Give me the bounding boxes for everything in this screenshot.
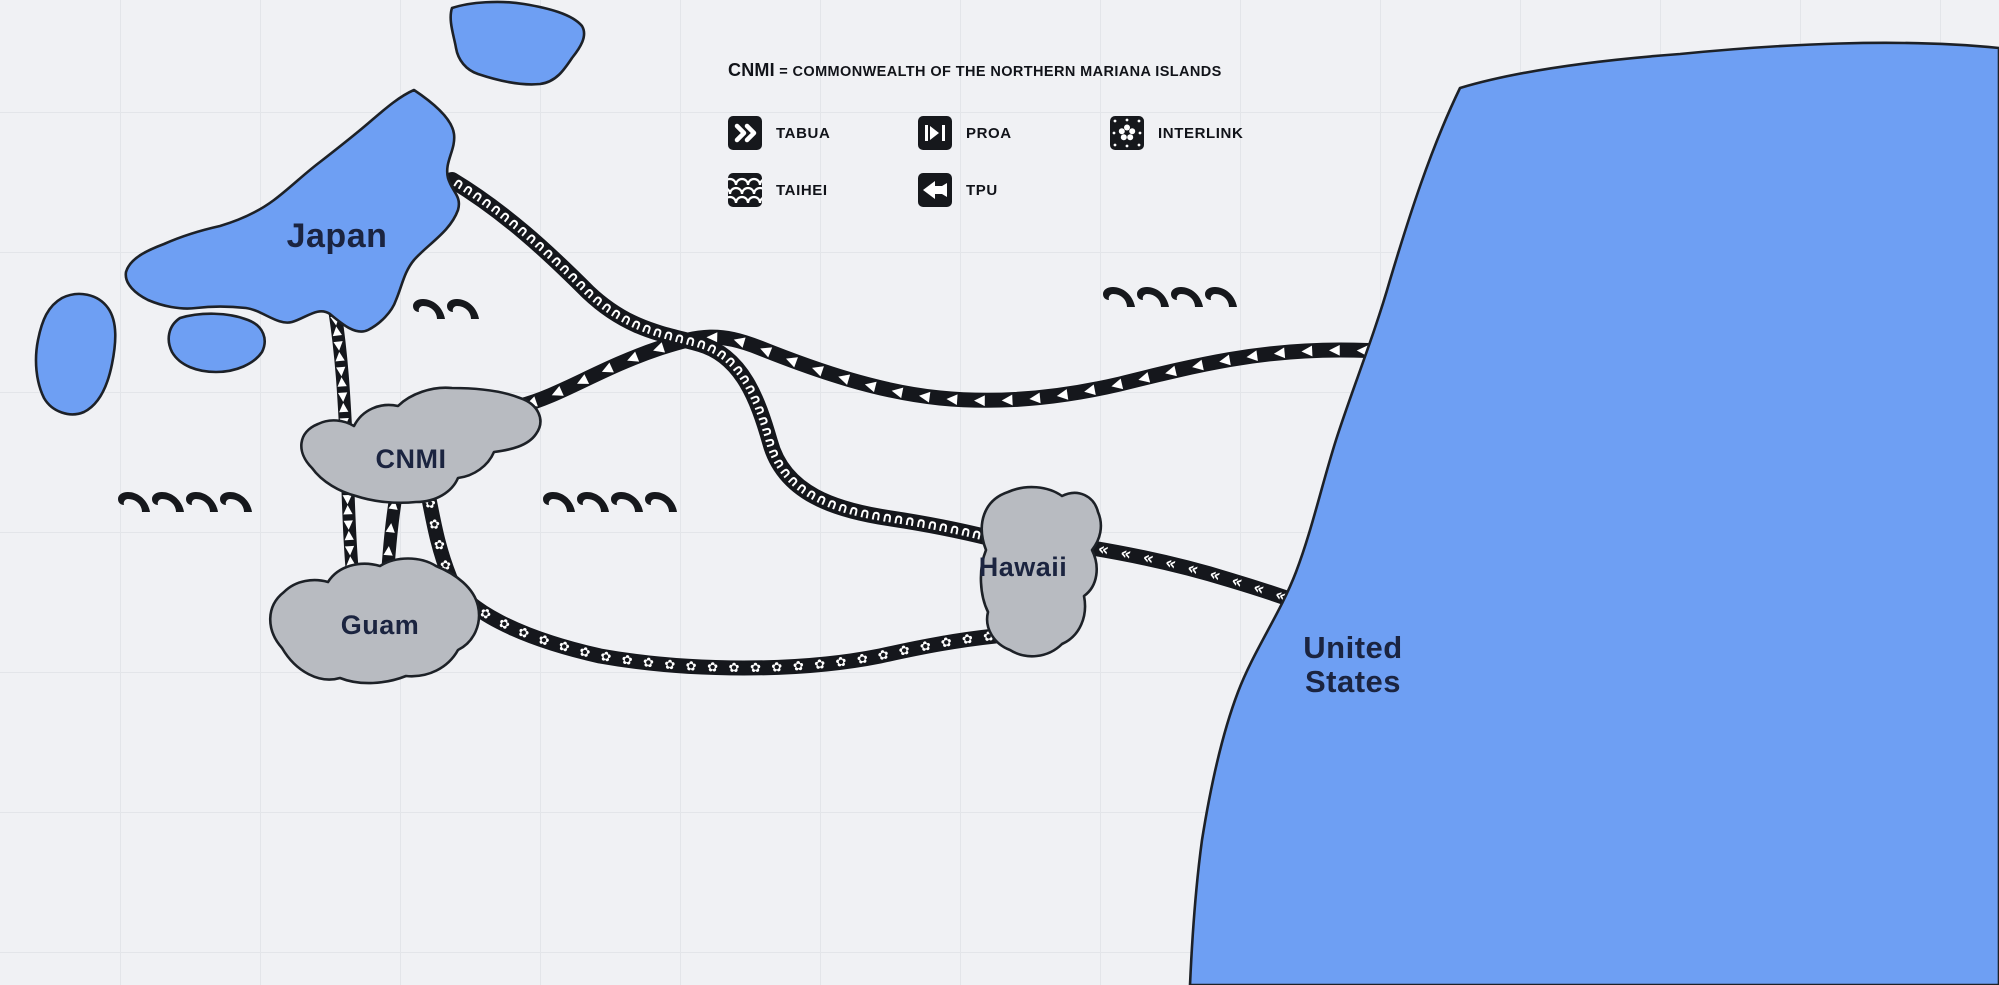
legend-label-taihei: TAIHEI xyxy=(776,181,828,199)
wave-icon xyxy=(543,492,677,512)
united-states-label-line2: States xyxy=(1305,664,1401,699)
west-island-b xyxy=(167,312,266,374)
landmasses xyxy=(34,0,1999,985)
legend-label-tabua: TABUA xyxy=(776,124,831,142)
legend: CNMI = COMMONWEALTH OF THE NORTHERN MARI… xyxy=(728,60,1288,207)
tpu-plane-arrow-icon xyxy=(918,173,952,207)
west-island-a xyxy=(34,292,117,416)
cable-tabua-pattern: « « « « « « « « « « « « « « « « « « « « … xyxy=(0,0,1335,624)
legend-item-tpu: TPU xyxy=(918,173,998,207)
cnmi-label: CNMI xyxy=(376,444,447,474)
japan-landmass xyxy=(124,88,461,333)
cable-interlink xyxy=(420,486,1003,676)
guam-label: Guam xyxy=(341,610,420,640)
united-states-label-line1: United xyxy=(1303,630,1402,665)
proa-sail-flag-icon xyxy=(918,116,952,150)
cable-taihei xyxy=(444,172,998,546)
wave-icon xyxy=(118,492,252,512)
legend-note: CNMI = COMMONWEALTH OF THE NORTHERN MARI… xyxy=(728,60,1288,81)
legend-label-tpu: TPU xyxy=(966,181,998,199)
legend-label-proa: PROA xyxy=(966,124,1012,142)
region-labels: Japan CNMI Guam Hawaii United States xyxy=(287,217,1403,699)
taihei-wave-scallop-icon xyxy=(728,173,762,207)
cnmi-island xyxy=(300,386,542,505)
japan-label: Japan xyxy=(287,217,388,255)
north-island-landmass xyxy=(449,0,586,86)
hawaii-label: Hawaii xyxy=(979,552,1068,582)
united-states-landmass xyxy=(1188,41,1999,985)
guam-island xyxy=(269,557,481,685)
legend-note-term: CNMI xyxy=(728,60,775,80)
wave-icon xyxy=(1103,287,1237,307)
legend-item-tabua: TABUA xyxy=(728,116,830,150)
cable-interlink-pattern: ✿ ✿ ✿ ✿ ✿ ✿ ✿ ✿ ✿ ✿ ✿ ✿ ✿ ✿ ✿ ✿ ✿ ✿ ✿ ✿ … xyxy=(0,0,998,676)
legend-item-proa: PROA xyxy=(918,116,1012,150)
legend-item-taihei: TAIHEI xyxy=(728,173,828,207)
legend-item-interlink: INTERLINK xyxy=(1110,116,1243,150)
interlink-flower-icon xyxy=(1110,116,1144,150)
legend-label-interlink: INTERLINK xyxy=(1158,124,1244,142)
legend-note-text: = COMMONWEALTH OF THE NORTHERN MARIANA I… xyxy=(779,64,1222,80)
tabua-double-chevron-icon xyxy=(728,116,762,150)
wave-icon xyxy=(413,299,479,319)
hawaii-island xyxy=(979,485,1103,658)
